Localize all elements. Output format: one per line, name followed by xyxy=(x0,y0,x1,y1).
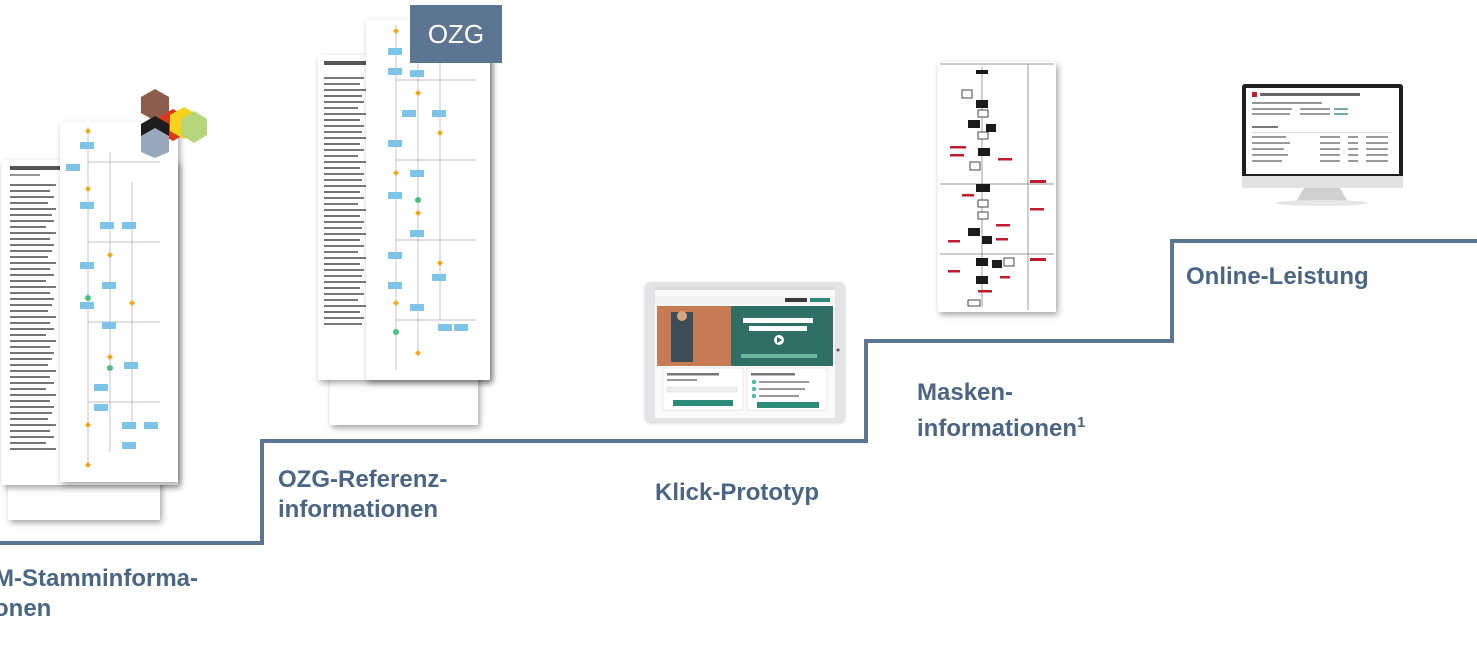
stamm-flowchart-page xyxy=(60,122,178,482)
referenz-label: OZG-Referenz- informationen xyxy=(278,466,448,523)
ozg-badge: OZG xyxy=(410,5,502,63)
footnote-marker: 1 xyxy=(1077,414,1086,431)
stamm-label: M-Stamminforma- onen xyxy=(0,565,199,622)
online-label: Online-Leistung xyxy=(1186,263,1369,290)
online-monitor xyxy=(1240,82,1405,212)
ozg-flowchart-page xyxy=(366,20,490,380)
online-monitor-graphic xyxy=(1242,84,1403,206)
masken-flowchart xyxy=(940,63,1054,310)
masken-label: Masken- informationen1 xyxy=(917,379,1086,442)
stamm-document-content xyxy=(10,166,70,450)
xoev-logo xyxy=(141,89,207,158)
prototyp-label: Klick-Prototyp xyxy=(655,479,820,506)
masken-document-page xyxy=(938,62,1056,312)
ozg-flowchart xyxy=(388,25,476,370)
prototype-screen xyxy=(655,286,840,418)
ozg-document-content xyxy=(324,61,376,325)
stamm-flowchart xyxy=(66,127,160,468)
prototype-tablet xyxy=(645,282,845,422)
